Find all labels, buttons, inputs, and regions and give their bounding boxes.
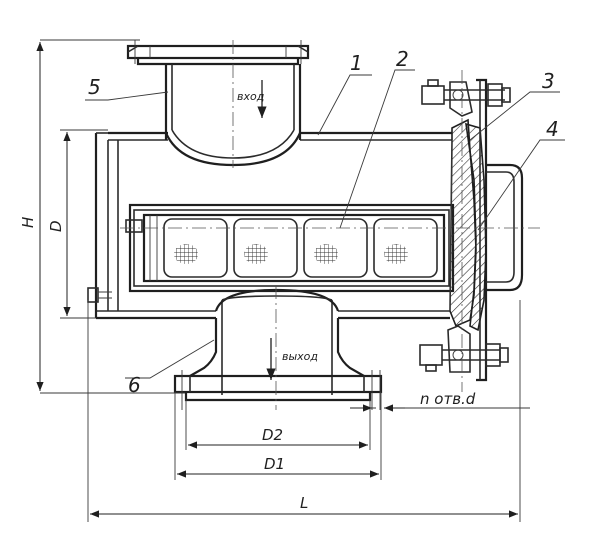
callout-leaders (85, 69, 565, 379)
housing-body (87, 131, 452, 320)
dim-holes-label: n отв.d (420, 390, 476, 408)
filter-cartridge (125, 203, 455, 293)
dim-h-label: H (19, 217, 37, 228)
callout-3: 3 (542, 69, 555, 93)
swing-bolt-top (421, 79, 511, 117)
flow-arrows (257, 80, 276, 380)
centre-lines (120, 40, 540, 410)
dim-l-label: L (300, 494, 308, 512)
dim-d-label: D (47, 220, 65, 232)
callout-1: 1 (350, 51, 363, 75)
end-cover (449, 78, 524, 382)
callout-6: 6 (128, 373, 141, 397)
callout-4: 4 (546, 117, 559, 141)
outlet-label: выход (282, 350, 318, 363)
outlet-nozzle (173, 288, 383, 410)
dim-d1-label: D1 (264, 455, 285, 473)
inlet-nozzle (126, 40, 310, 167)
dimension-lines (36, 39, 530, 522)
swing-bolt-bottom (419, 325, 509, 373)
callout-5: 5 (88, 75, 101, 99)
callout-2: 2 (396, 47, 409, 71)
dim-d2-label: D2 (262, 426, 283, 444)
inlet-label: вход (237, 90, 264, 103)
